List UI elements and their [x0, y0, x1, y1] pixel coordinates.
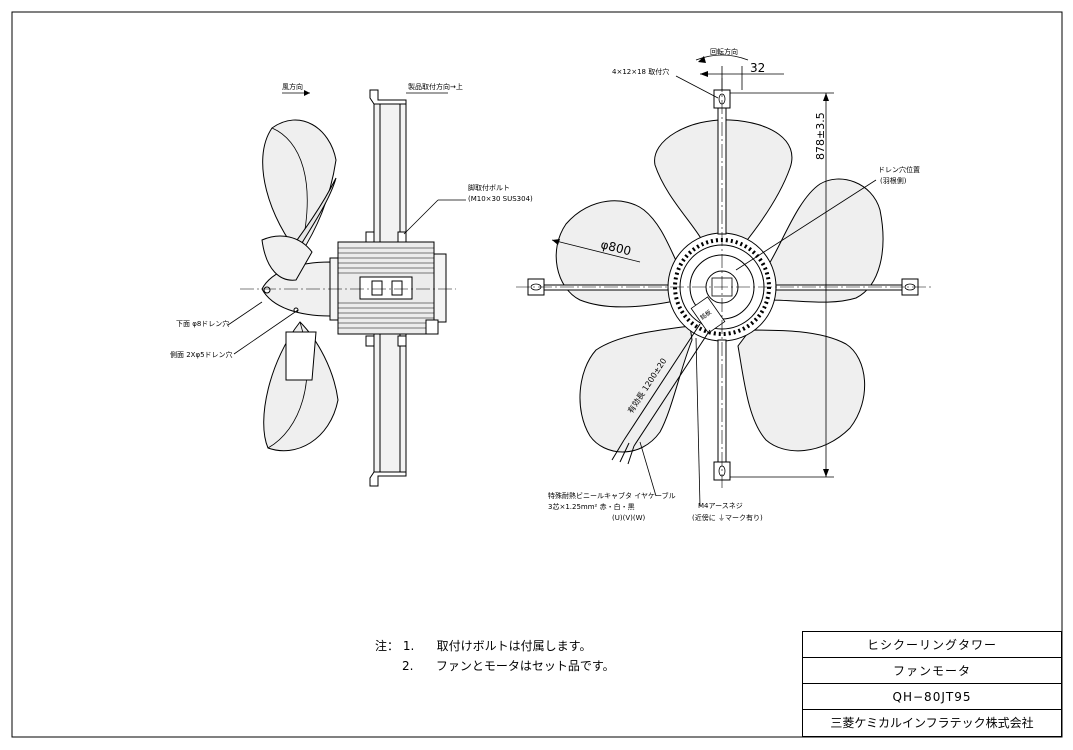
label-drain-position-sub: (羽根側) [880, 176, 907, 185]
title-product-line: ヒシクーリングタワー [803, 632, 1061, 658]
title-company: 三菱ケミカルインフラテック株式会社 [830, 716, 1034, 730]
title-part-name: ファンモータ [803, 658, 1061, 684]
terminal-box [359, 276, 413, 300]
name-plate [690, 296, 726, 334]
label-drain-position: ドレン穴位置 [878, 165, 920, 174]
drawing-frame [11, 11, 1063, 738]
label-rotation-direction: 回転方向 [710, 47, 738, 56]
label-mount-holes: 4×12×18 取付穴 [612, 67, 669, 76]
note-prefix: 注： [375, 639, 400, 653]
side-blade-mid [261, 235, 313, 281]
label-ground-screw: M4アースネジ [698, 502, 743, 510]
label-side-drain: 側面 2Xφ5ドレン穴 [170, 350, 233, 359]
note-row-1: 注： 1. 取付けボルトは付属します。 [375, 636, 615, 656]
side-blade-lower [263, 321, 339, 452]
note-1-text: 取付けボルトは付属します。 [436, 639, 592, 653]
label-mount-bolt: 脚取付ボルト [468, 183, 510, 192]
label-mount-direction: 製品取付方向→上 [408, 82, 463, 91]
label-cable-sub: (U)(V)(W) [612, 514, 645, 522]
motor-end-cover [433, 253, 447, 323]
side-blade-lower-tip [285, 331, 317, 381]
note-2-number: 2. [402, 659, 414, 673]
label-ground-screw-sub: (近傍に ⏚マーク有り) [692, 513, 763, 522]
mount-bracket-bottom [369, 471, 407, 487]
motor-fins [338, 247, 434, 329]
label-mount-bolt-spec: (M10×30 SUS304) [468, 195, 533, 203]
label-cable-spec: 3芯×1.25mm² 赤・白・黒 [548, 502, 635, 511]
note-row-2: 2. ファンとモータはセット品です。 [375, 656, 615, 676]
side-blade-upper [262, 119, 337, 256]
cable [611, 323, 711, 465]
side-view [261, 89, 447, 487]
arm-left [539, 284, 669, 291]
dim-32: 32 [750, 61, 765, 75]
dim-878: 878±3.5 [814, 112, 827, 160]
label-wind-direction: 風方向 [282, 82, 303, 91]
front-blade-upper-left [555, 200, 685, 308]
front-view [527, 89, 919, 481]
title-model: QH−80JT95 [803, 684, 1061, 710]
label-bottom-drain: 下面 φ8ドレン穴 [176, 319, 229, 328]
arm-right [775, 284, 905, 291]
notes: 注： 1. 取付けボルトは付属します。 2. ファンとモータはセット品です。 [375, 636, 615, 676]
front-blade-lower-left [579, 325, 693, 453]
note-2-text: ファンとモータはセット品です。 [435, 659, 615, 673]
label-cable-title: 特殊耐熱ビニールキャブタ イヤケーブル [548, 491, 676, 500]
note-1-number: 1. [402, 639, 415, 653]
mount-bracket-top [369, 89, 407, 105]
title-block: ヒシクーリングタワー ファンモータ QH−80JT95 三菱ケミカルインフラテッ… [802, 631, 1062, 737]
front-blade-lower-right [737, 329, 866, 452]
front-blade-upper-right [763, 178, 884, 303]
